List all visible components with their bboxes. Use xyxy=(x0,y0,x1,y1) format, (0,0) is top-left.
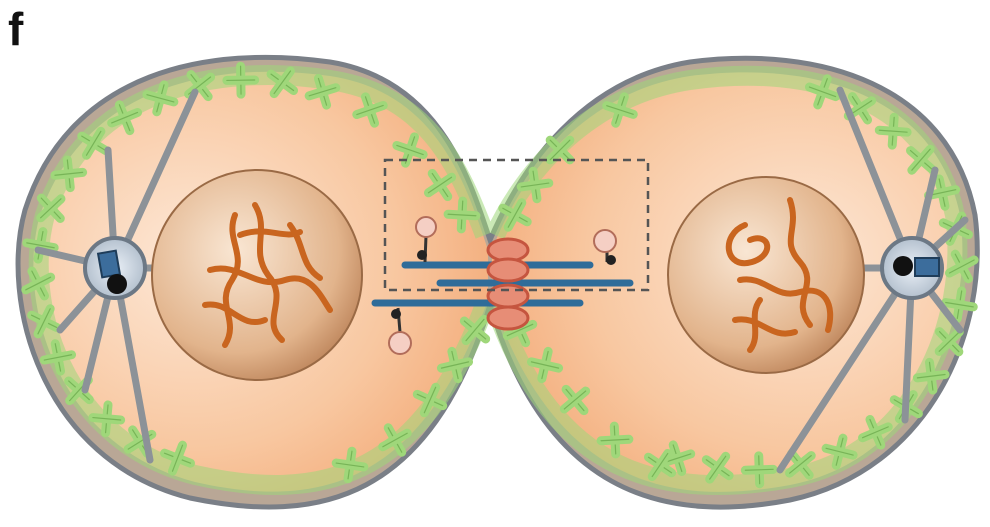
left-centrosome xyxy=(85,238,145,298)
left-nucleus xyxy=(152,170,362,380)
right-nucleus xyxy=(668,177,864,373)
right-centrosome xyxy=(882,238,942,298)
